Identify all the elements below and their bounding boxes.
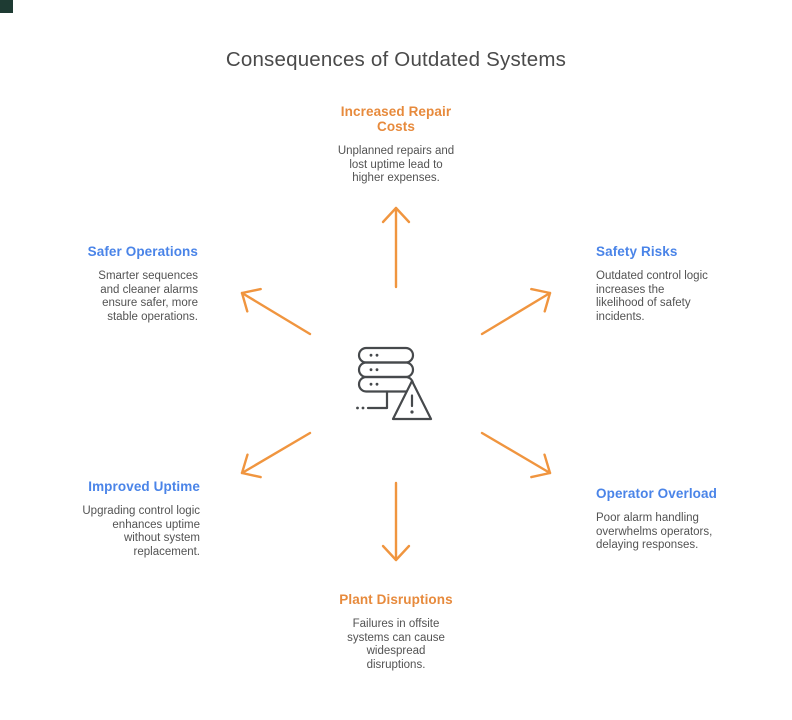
node-title: Plant Disruptions [339, 592, 453, 607]
arrow-upper-left [240, 287, 312, 336]
server-bar-1 [357, 346, 415, 364]
node-increased-repair-costs: Increased Repair Costs Unplanned repairs… [306, 104, 486, 186]
node-body: Poor alarm handling overwhelms operators… [596, 512, 713, 552]
node-body: Failures in offsite systems can cause wi… [347, 618, 445, 671]
node-safer-operations: Safer Operations Smarter sequences and c… [28, 244, 198, 324]
node-title: Increased Repair Costs [340, 104, 452, 134]
node-body: Outdated control logic increases the lik… [596, 270, 708, 323]
node-body: Upgrading control logic enhances uptime … [82, 505, 200, 558]
node-title: Safer Operations [87, 244, 198, 259]
server-warning-icon [354, 344, 436, 424]
arrow-upper-right [480, 287, 552, 336]
node-plant-disruptions: Plant Disruptions Failures in offsite sy… [306, 592, 486, 672]
node-operator-overload: Operator Overload Poor alarm handling ov… [596, 486, 761, 553]
warning-triangle-icon [391, 379, 433, 421]
node-title: Improved Uptime [88, 479, 200, 494]
node-body: Smarter sequences and cleaner alarms ens… [98, 270, 198, 323]
server-bar-2 [357, 361, 415, 379]
page-title: Consequences of Outdated Systems [225, 48, 567, 71]
arrow-lower-left [240, 431, 312, 479]
server-bar-3 [357, 375, 415, 393]
arrow-lower-right [480, 431, 552, 479]
node-improved-uptime: Improved Uptime Upgrading control logic … [25, 479, 200, 559]
connector-line [366, 390, 389, 410]
node-title: Operator Overload [596, 486, 717, 501]
node-safety-risks: Safety Risks Outdated control logic incr… [596, 244, 761, 324]
node-title: Safety Risks [596, 244, 678, 259]
node-body: Unplanned repairs and lost uptime lead t… [337, 145, 455, 185]
corner-marker [0, 0, 13, 13]
